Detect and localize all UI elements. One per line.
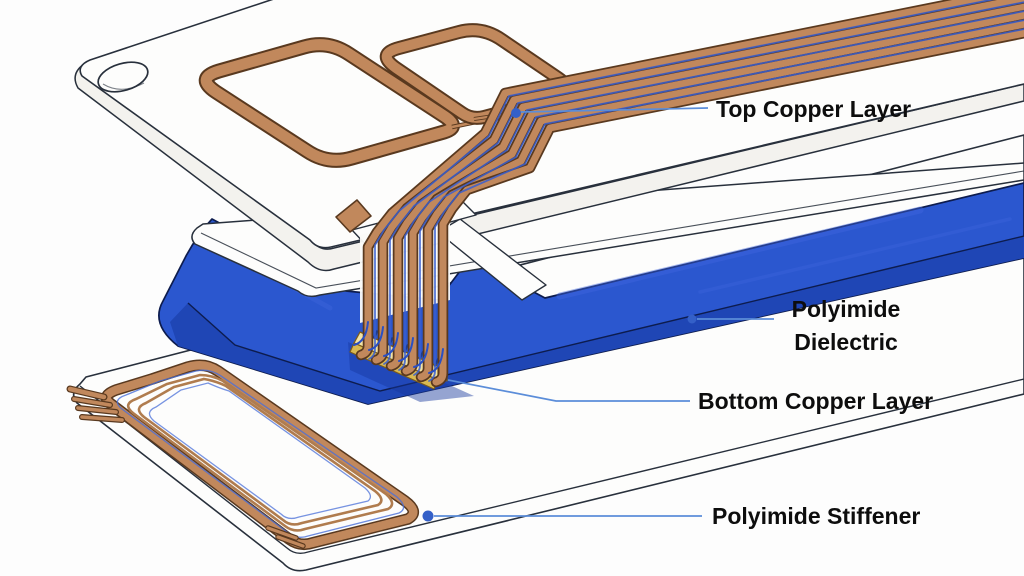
leader-line-top-copper [520, 107, 709, 113]
callout-stiffener: Polyimide Stiffener [422, 503, 920, 529]
label-polyimide-stiffener: Polyimide Stiffener [712, 503, 920, 529]
leader-dot-top-copper [511, 108, 521, 118]
mounting-hole [97, 61, 149, 93]
leader-dot-stiffener [422, 510, 434, 522]
label-bottom-copper-layer: Bottom Copper Layer [698, 388, 933, 414]
callout-dielectric: Polyimide Dielectric [687, 296, 901, 355]
thin-blue-traces [368, 0, 1024, 382]
label-polyimide-dielectric-line1: Polyimide [792, 296, 901, 322]
label-top-copper-layer: Top Copper Layer [716, 96, 911, 122]
top-copper-trace-bundle [353, 0, 1024, 388]
callouts: Top Copper Layer Polyimide Dielectric Bo… [422, 96, 933, 529]
bottom-copper-traces [66, 359, 419, 551]
copper-fold-wedge [335, 199, 372, 233]
leader-line-bottom-copper [447, 379, 690, 402]
callout-bottom-copper: Bottom Copper Layer [447, 379, 933, 414]
callout-top-copper: Top Copper Layer [511, 96, 911, 122]
leader-dot-dielectric [687, 314, 697, 324]
label-polyimide-dielectric-line2: Dielectric [794, 329, 898, 355]
ribbon-hook-wires [353, 321, 444, 374]
